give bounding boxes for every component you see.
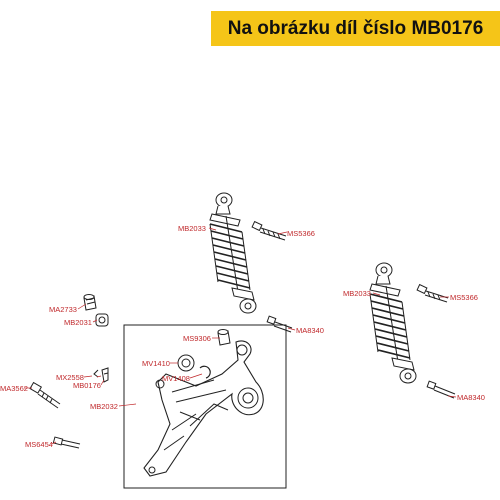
label-mv1408: MV1408 — [162, 374, 190, 383]
label-ma3562: MA3562 — [0, 384, 28, 393]
label-ms6454: MS6454 — [25, 440, 53, 449]
bushing-ma2733[interactable] — [83, 294, 97, 311]
label-ma8340-upper: MA8340 — [296, 326, 324, 335]
shock-absorber-left[interactable] — [209, 192, 257, 314]
circlip-mv1408[interactable] — [199, 365, 211, 379]
label-ms9306: MS9306 — [183, 334, 211, 343]
leader-lines — [24, 227, 457, 445]
bolt-ma3562[interactable] — [29, 381, 61, 409]
bearing-mv1410[interactable] — [177, 354, 195, 372]
shock-absorber-right[interactable] — [369, 262, 417, 384]
label-mx2558: MX2558 — [56, 373, 84, 382]
label-mb2032: MB2032 — [90, 402, 118, 411]
bolt-ms6454[interactable] — [52, 436, 81, 449]
label-mb0176: MB0176 — [73, 381, 101, 390]
collar-mb2031[interactable] — [95, 313, 109, 327]
swing-arm-mb2032[interactable] — [143, 340, 264, 477]
bracket-mb0176[interactable] — [101, 367, 109, 383]
clip-mx2558[interactable] — [93, 369, 99, 378]
label-ma8340-lower: MA8340 — [457, 393, 485, 402]
label-ms5366-left: MS5366 — [287, 229, 315, 238]
label-mv1410: MV1410 — [142, 359, 170, 368]
swingarm-assembly-box — [123, 324, 287, 489]
label-mb2033-right: MB2033 — [343, 289, 371, 298]
label-mb2033-left: MB2033 — [178, 224, 206, 233]
bolt-ma8340-upper[interactable] — [266, 315, 293, 333]
bushing-ms9306[interactable] — [217, 329, 231, 346]
bolt-ma8340-lower[interactable] — [426, 380, 456, 399]
label-ms5366-right: MS5366 — [450, 293, 478, 302]
part-labels: MB2033 MS5366 MB2033 MS5366 MA2733 MB203… — [0, 224, 485, 449]
banner-title: Na obrázku díl číslo MB0176 — [227, 18, 484, 39]
bolt-ms5366-left[interactable] — [251, 220, 287, 241]
label-ma2733: MA2733 — [49, 305, 77, 314]
bolt-ms5366-right[interactable] — [416, 283, 449, 303]
label-mb2031: MB2031 — [64, 318, 92, 327]
part-number-banner: Na obrázku díl číslo MB0176 — [211, 11, 500, 46]
